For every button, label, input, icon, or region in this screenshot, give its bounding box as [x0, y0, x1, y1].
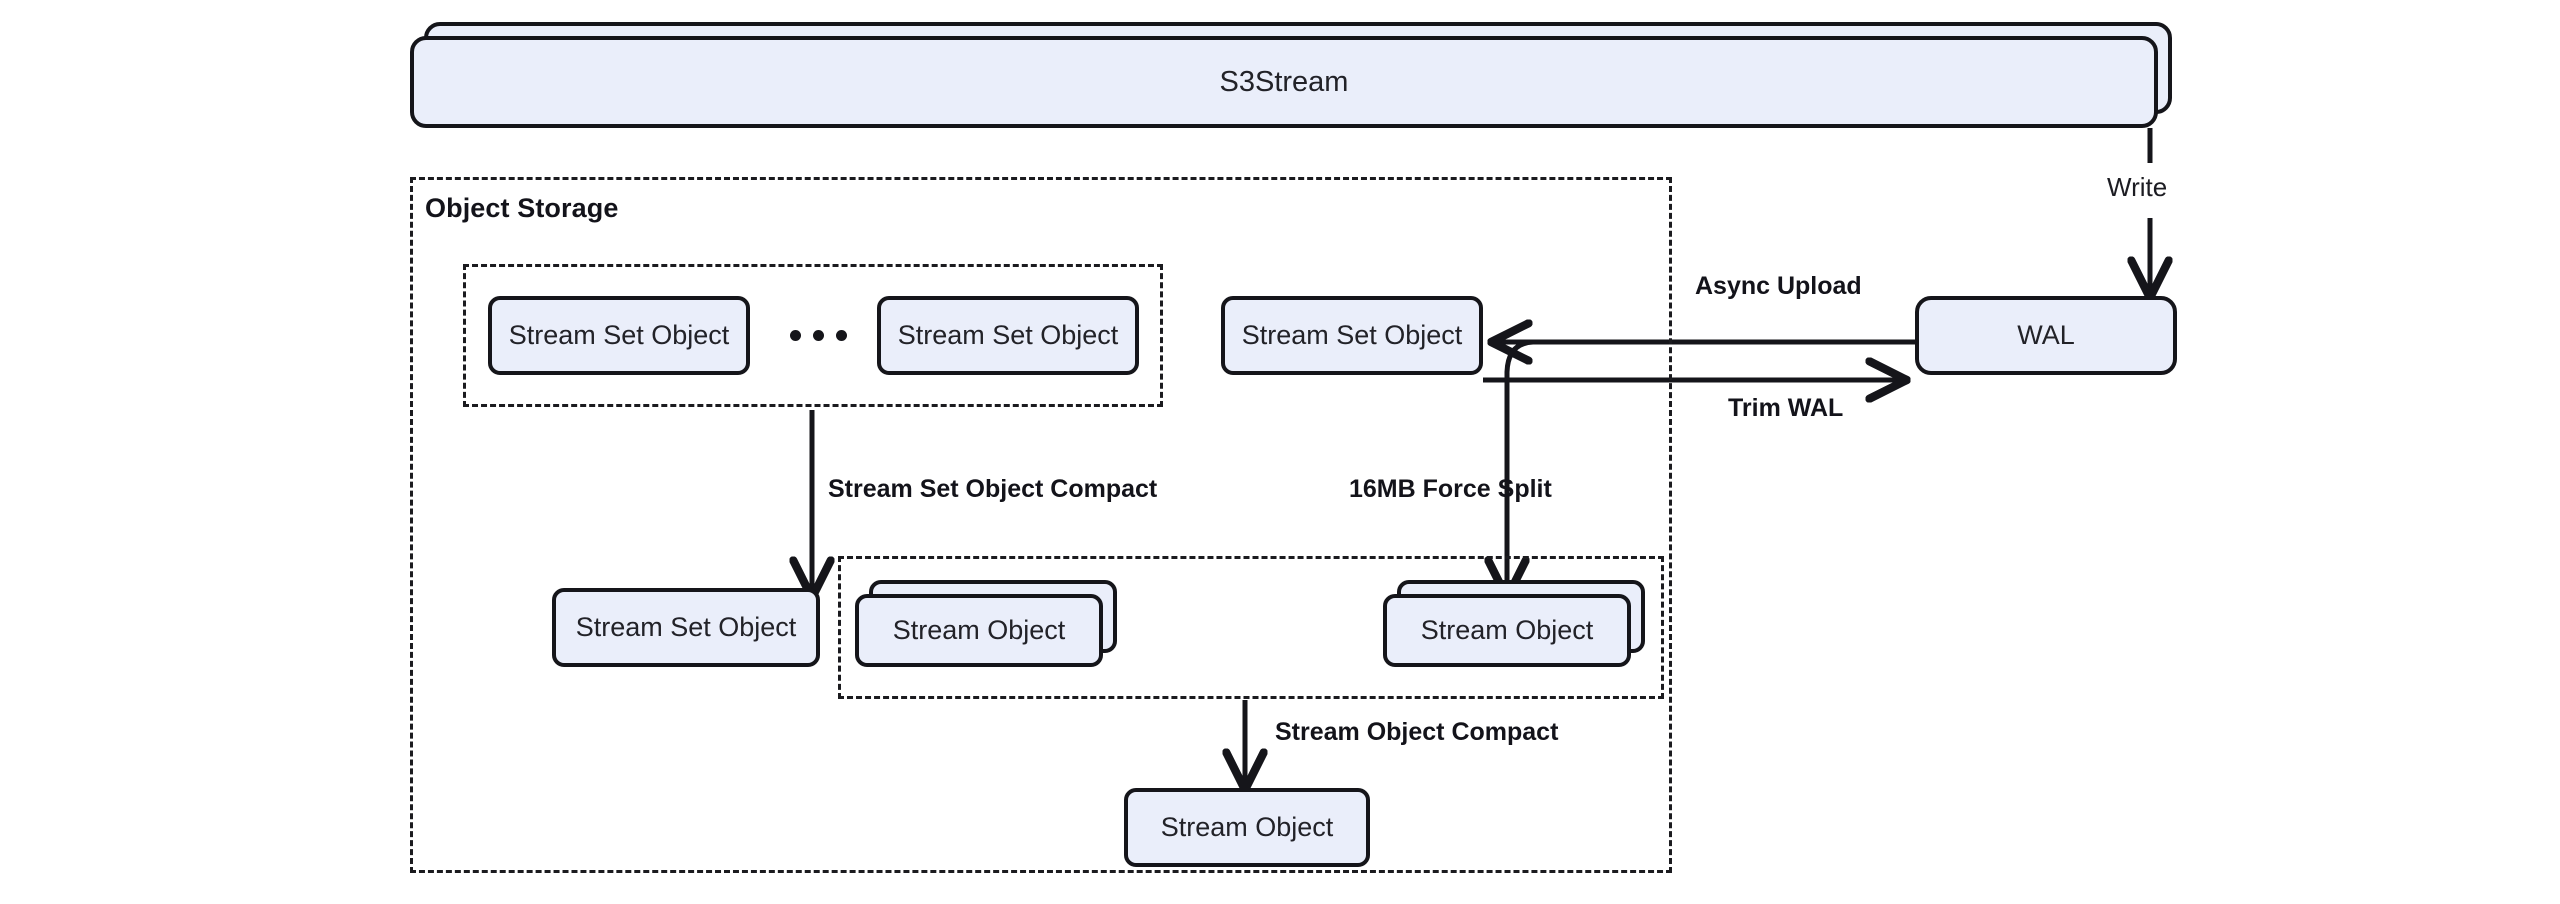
container-object-storage-title: Object Storage [425, 193, 619, 223]
ellipsis-indicator [790, 330, 847, 341]
node-stream-set-object-1[interactable]: Stream Set Object [488, 296, 750, 375]
edge-label-trim-wal: Trim WAL [1728, 394, 1844, 422]
edge-label-stream-object-compact: Stream Object Compact [1275, 718, 1559, 746]
node-stream-set-object-2[interactable]: Stream Set Object [877, 296, 1139, 375]
stream-object-right-front-card: Stream Object [1383, 594, 1631, 667]
s3stream-front-card: S3Stream [410, 36, 2158, 128]
node-stream-object-left[interactable]: Stream Object [855, 580, 1117, 667]
node-stream-set-object-compacted[interactable]: Stream Set Object [552, 588, 820, 667]
edge-label-stream-set-object-compact: Stream Set Object Compact [828, 475, 1158, 503]
edge-label-force-split: 16MB Force Split [1349, 475, 1552, 503]
container-stream-object-group [838, 556, 1664, 699]
ellipsis-dot [790, 330, 801, 341]
node-stream-object-compacted[interactable]: Stream Object [1124, 788, 1370, 867]
node-stream-set-object-wal[interactable]: Stream Set Object [1221, 296, 1483, 375]
edge-label-write: Write [2107, 172, 2168, 202]
container-object-storage [410, 177, 1672, 873]
node-stream-object-right[interactable]: Stream Object [1383, 580, 1645, 667]
stream-object-left-front-card: Stream Object [855, 594, 1103, 667]
ellipsis-dot [813, 330, 824, 341]
node-wal[interactable]: WAL [1915, 296, 2177, 375]
node-s3stream[interactable]: S3Stream [410, 22, 2172, 128]
container-stream-set-object-group [463, 264, 1163, 407]
edge-label-async-upload: Async Upload [1695, 272, 1862, 300]
ellipsis-dot [836, 330, 847, 341]
